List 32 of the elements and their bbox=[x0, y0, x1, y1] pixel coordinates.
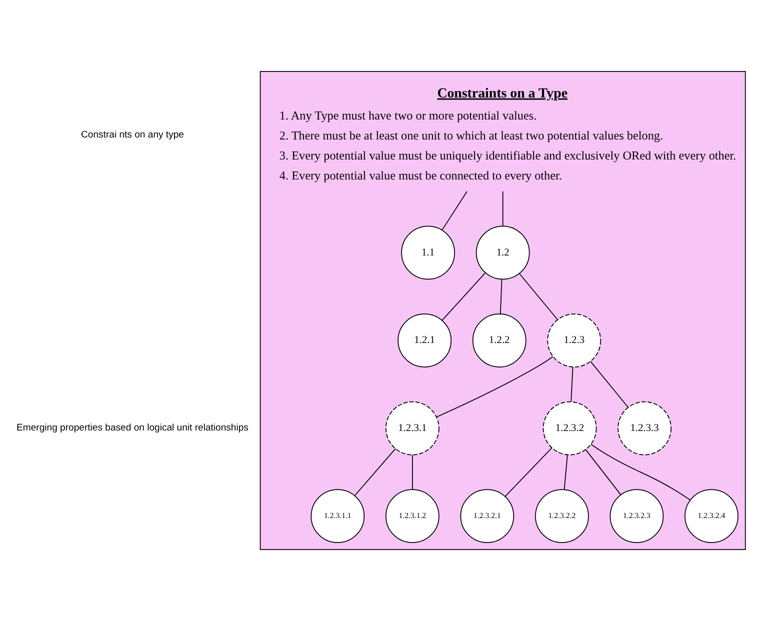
connector bbox=[504, 447, 552, 497]
node-circle: 1.2.3.2 bbox=[542, 401, 597, 456]
node-circle: 1.2.3.2.4 bbox=[684, 489, 738, 544]
node-circle: 1.2.3.3 bbox=[618, 401, 672, 456]
cluster bbox=[260, 71, 746, 550]
connector bbox=[436, 356, 554, 418]
connector bbox=[590, 444, 690, 500]
node-circle: 1.2.3.1 bbox=[385, 401, 440, 456]
node-circle: 1.2.1 bbox=[398, 314, 452, 368]
node-circle: 1.2.3 bbox=[547, 314, 602, 368]
label: Constrai nts on any type bbox=[81, 129, 184, 140]
connector bbox=[585, 449, 622, 496]
node-circle: 1.2.2 bbox=[472, 314, 526, 368]
connector bbox=[354, 448, 396, 496]
node-circle: 1.2 bbox=[476, 226, 530, 280]
connector bbox=[590, 361, 629, 408]
connector bbox=[412, 454, 413, 490]
node-circle: 1.2.3.2.3 bbox=[610, 489, 664, 544]
node-circle: 1.2.3.1.2 bbox=[385, 489, 440, 544]
connector bbox=[442, 190, 468, 230]
connector bbox=[518, 273, 558, 320]
node-text: Constraints on a Type 1. Any Type must have two or more potential values. 2. There must be at least one unit to which at least two potential values belong. 3. Every potential value must be uniquely identifiable and exclusively ORed with every other. 4. Every potential value must be connected to every other. bbox=[279, 86, 736, 182]
connector bbox=[564, 454, 568, 490]
node-circle: 1.2.3.2.2 bbox=[535, 489, 589, 544]
node-circle: 1.1 bbox=[401, 226, 456, 280]
connector bbox=[502, 190, 504, 226]
node-circle: 1.2.3.2.1 bbox=[460, 489, 514, 544]
label: Emerging properties based on logical unit relationships bbox=[16, 422, 248, 434]
connector bbox=[570, 366, 574, 402]
connector bbox=[442, 272, 486, 321]
node-circle: 1.2.3.1.1 bbox=[310, 489, 365, 544]
connector bbox=[500, 278, 502, 314]
